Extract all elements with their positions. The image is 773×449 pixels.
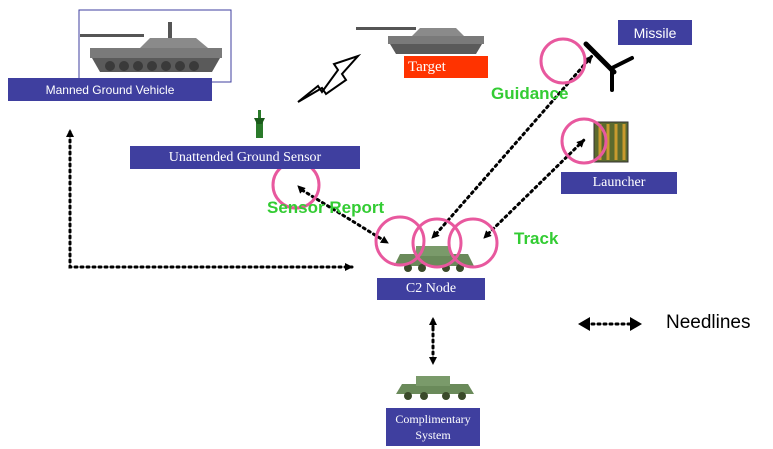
complimentary-system-line1: Complimentary: [395, 412, 471, 426]
needline-c2-missile: [434, 54, 594, 236]
manned-vehicle-tank-image: [78, 9, 232, 83]
circle-c2-center: [411, 217, 463, 269]
c2-node-label: C2 Node: [377, 278, 485, 300]
track-label: Track: [514, 229, 559, 248]
complimentary-vehicle-icon: [396, 376, 474, 400]
legend-arrow-icon: [578, 317, 642, 331]
sensor-icon: [254, 110, 265, 138]
circle-guidance: [539, 37, 587, 85]
unattended-ground-sensor-label: Unattended Ground Sensor: [130, 146, 360, 169]
complimentary-system-line2: System: [415, 428, 451, 442]
sensor-report-label: Sensor Report: [267, 198, 385, 217]
needline-mgv-c2: [68, 132, 354, 271]
circle-launcher: [560, 117, 608, 165]
circle-c2-right: [447, 217, 499, 269]
needline-c2-launcher: [486, 138, 586, 236]
missile-label: Missile: [618, 20, 692, 45]
circle-c2-left: [374, 215, 426, 267]
target-tank-image: [356, 27, 484, 54]
legend-needlines-label: Needlines: [666, 312, 751, 333]
target-label: Target: [404, 56, 488, 78]
missile-icon: [583, 41, 634, 92]
manned-ground-vehicle-label: Manned Ground Vehicle: [8, 78, 212, 101]
guidance-label: Guidance: [491, 84, 569, 103]
complimentary-system-label: Complimentary System: [386, 408, 480, 446]
launcher-label: Launcher: [561, 172, 677, 194]
needline-sensor-c2: [300, 188, 390, 245]
lightning-icon: [297, 53, 362, 103]
